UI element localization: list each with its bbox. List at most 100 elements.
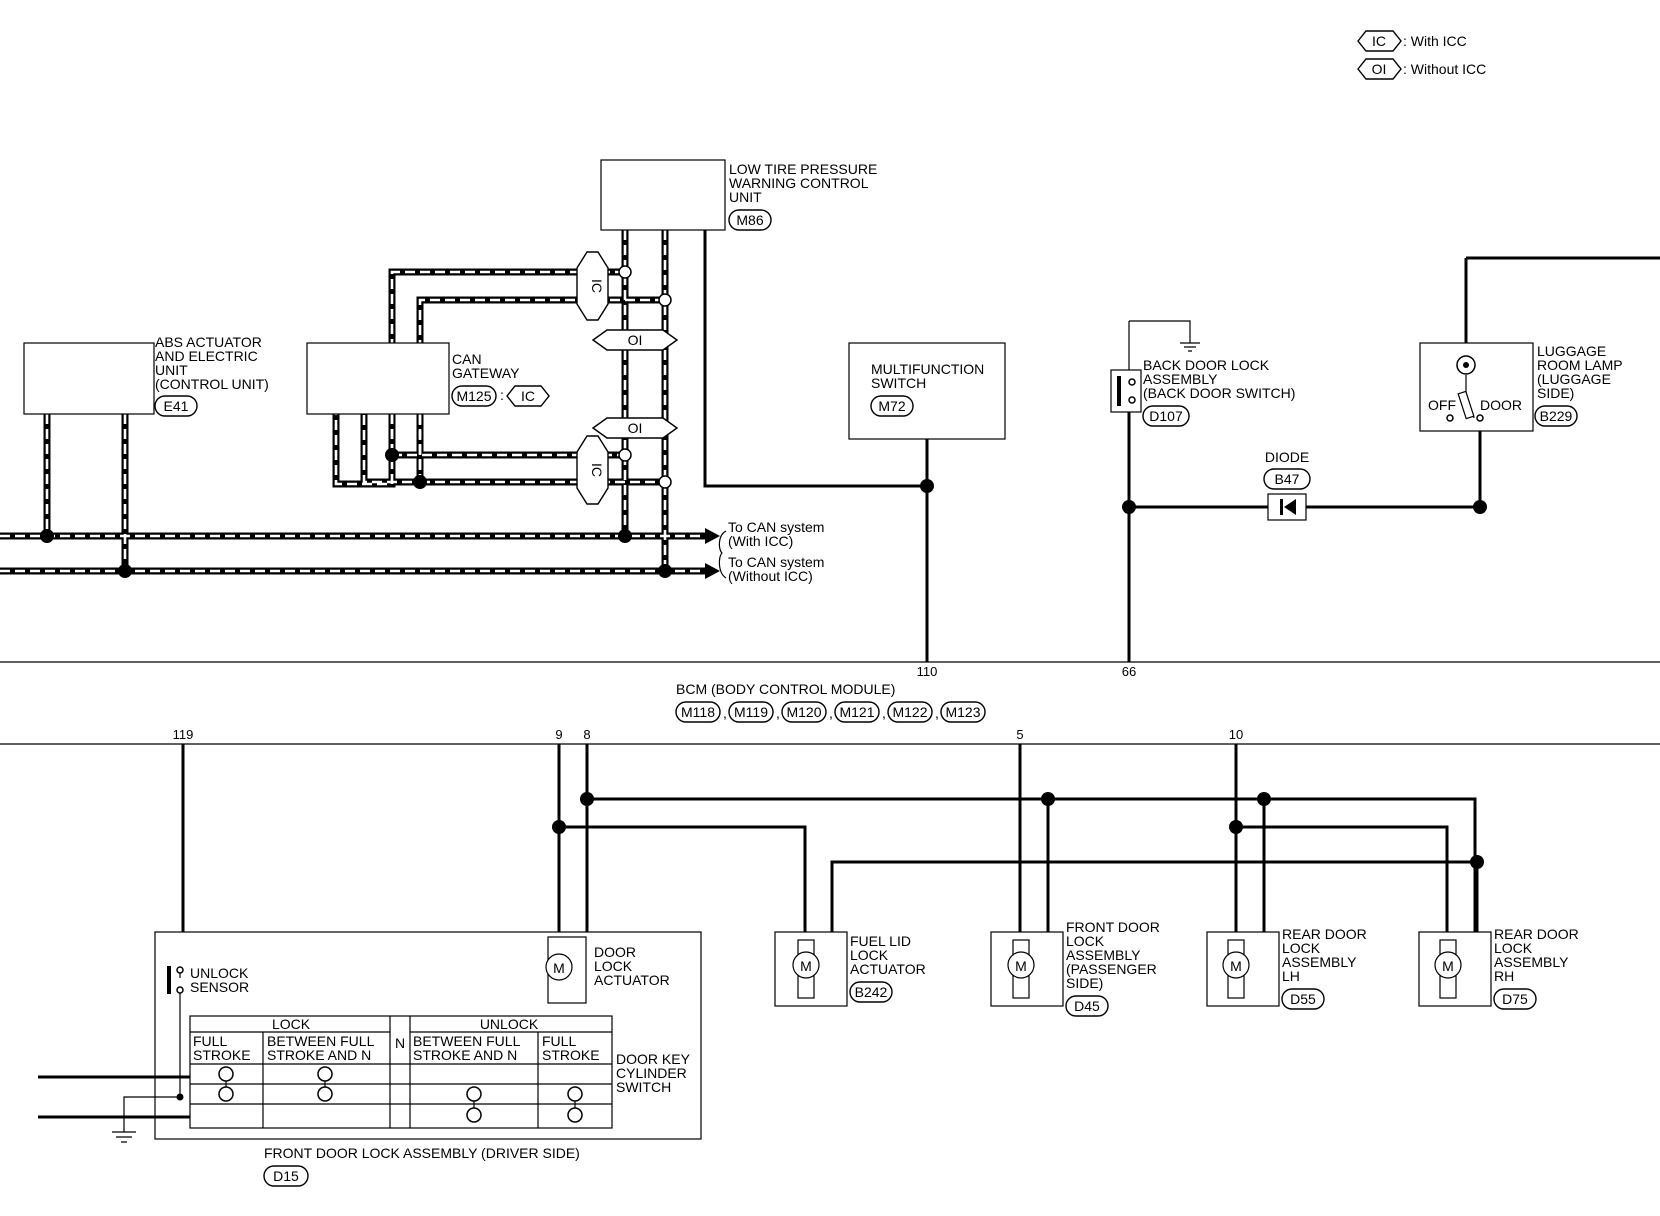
ic-tag-lower: IC xyxy=(589,463,605,477)
multifunction-label-1: MULTIFUNCTION xyxy=(871,361,984,377)
rear-rh-label-1: REAR DOOR xyxy=(1494,926,1579,942)
front-pass-label-1: FRONT DOOR xyxy=(1066,919,1160,935)
key-switch-label-2: CYLINDER xyxy=(616,1065,687,1081)
fuel-lid-motor-symbol: M xyxy=(800,958,812,974)
abs-connector: E41 xyxy=(164,398,189,414)
oi-tag-shape-lower xyxy=(591,417,679,439)
can-with-line2: (With ICC) xyxy=(728,533,793,549)
front-pass-motor-symbol: M xyxy=(1015,958,1027,974)
key-switch-stroke-n-1: STROKE AND N xyxy=(267,1047,371,1063)
door-lock-actuator-motor-symbol: M xyxy=(553,960,565,976)
legend-oi-tag: OI xyxy=(1372,61,1387,77)
rear-lh-motor-symbol: M xyxy=(1230,958,1242,974)
abs-actuator-unit: ABS ACTUATOR AND ELECTRIC UNIT (CONTROL … xyxy=(23,334,269,417)
rear-door-lock-lh: M REAR DOOR LOCK ASSEMBLY LH D55 xyxy=(1206,926,1367,1010)
bcm-connector-1: M118 xyxy=(681,704,715,720)
front-door-lock-passenger: M FRONT DOOR LOCK ASSEMBLY (PASSENGER SI… xyxy=(990,919,1160,1017)
front-pass-label-5: SIDE) xyxy=(1066,975,1103,991)
rear-rh-connector: D75 xyxy=(1502,991,1528,1007)
ic-tag-upper: IC xyxy=(589,279,605,293)
can-without-line2: (Without ICC) xyxy=(728,568,813,584)
multifunction-label-2: SWITCH xyxy=(871,375,926,391)
rear-rh-label-4: RH xyxy=(1494,968,1514,984)
door-lock-actuator-label-3: ACTUATOR xyxy=(594,972,670,988)
key-switch-stroke-1: STROKE xyxy=(193,1047,251,1063)
rear-rh-label-3: ASSEMBLY xyxy=(1494,954,1569,970)
back-door-lock-assembly: BACK DOOR LOCK ASSEMBLY (BACK DOOR SWITC… xyxy=(1110,320,1295,427)
can-gateway-label-2: GATEWAY xyxy=(452,365,520,381)
front-pass-connector: D45 xyxy=(1074,998,1100,1014)
legend: IC : With ICC OI : Without ICC xyxy=(1357,30,1486,80)
bcm-sep-2: , xyxy=(776,705,780,721)
legend-oi-tag-shape xyxy=(1357,58,1402,80)
front-door-lock-assembly-driver: UNLOCK SENSOR M DOOR LOCK ACTUATOR LOCK … xyxy=(38,931,702,1187)
low-tire-label-2: WARNING CONTROL xyxy=(729,175,869,191)
legend-oi-text: : Without ICC xyxy=(1403,61,1486,77)
rear-lh-label-4: LH xyxy=(1282,968,1300,984)
pin-66: 66 xyxy=(1122,664,1136,679)
bcm-connector-6: M123 xyxy=(945,704,980,720)
legend-ic-tag-shape xyxy=(1357,30,1402,52)
bcm-body-control-module: 110 66 BCM (BODY CONTROL MODULE) M118 , … xyxy=(0,661,1660,745)
abs-label-1: ABS ACTUATOR xyxy=(155,334,262,350)
back-door-label-1: BACK DOOR LOCK xyxy=(1143,357,1270,373)
abs-label-3: UNIT xyxy=(155,362,188,378)
fuel-lid-label-2: LOCK xyxy=(850,947,889,963)
luggage-off: OFF xyxy=(1428,397,1456,413)
ic-tag-shape-upper xyxy=(576,251,609,321)
can-gateway-variant-shape xyxy=(506,385,550,407)
luggage-label-3: (LUGGAGE xyxy=(1537,371,1611,387)
key-switch-full-2: FULL xyxy=(542,1033,576,1049)
luggage-door: DOOR xyxy=(1480,397,1522,413)
pin-5: 5 xyxy=(1016,727,1023,742)
oi-tag-shape-upper xyxy=(591,329,679,351)
key-switch-lock: LOCK xyxy=(272,1016,311,1032)
multifunction-connector: M72 xyxy=(878,398,905,414)
key-switch-label-1: DOOR KEY xyxy=(616,1051,691,1067)
rear-rh-label-2: LOCK xyxy=(1494,940,1533,956)
key-switch-stroke-n-2: STROKE AND N xyxy=(413,1047,517,1063)
pin-9: 9 xyxy=(555,727,562,742)
bcm-sep-3: , xyxy=(829,705,833,721)
bcm-connector-2: M119 xyxy=(734,704,768,720)
low-tire-pressure-unit: LOW TIRE PRESSURE WARNING CONTROL UNIT M… xyxy=(600,159,877,231)
legend-ic-text: : With ICC xyxy=(1403,33,1467,49)
ic-tag-shape-lower xyxy=(576,435,609,505)
back-door-connector: D107 xyxy=(1149,408,1183,424)
back-door-label-2: ASSEMBLY xyxy=(1143,371,1218,387)
can-gateway-sep: : xyxy=(500,387,504,403)
legend-ic-tag: IC xyxy=(1372,33,1386,49)
unlock-sensor-label-1: UNLOCK xyxy=(190,965,249,981)
front-pass-label-2: LOCK xyxy=(1066,933,1105,949)
fuel-lid-lock-actuator: M FUEL LID LOCK ACTUATOR B242 xyxy=(774,931,926,1007)
can-gateway: CAN GATEWAY M125 : IC xyxy=(306,342,550,415)
bcm-sep-4: , xyxy=(882,705,886,721)
upper-bcm-wiring xyxy=(703,230,1487,662)
can-gateway-label-1: CAN xyxy=(452,351,482,367)
key-switch-label-3: SWITCH xyxy=(616,1079,671,1095)
can-gateway-variant: IC xyxy=(521,388,535,404)
bcm-connector-3: M120 xyxy=(786,704,821,720)
oi-tag-upper: OI xyxy=(628,332,643,348)
key-switch-full-1: FULL xyxy=(193,1033,227,1049)
luggage-label-1: LUGGAGE xyxy=(1537,343,1606,359)
pin-110: 110 xyxy=(917,664,938,679)
bcm-sep-5: , xyxy=(935,705,939,721)
oi-tag-lower: OI xyxy=(628,420,643,436)
can-bus-wiring xyxy=(0,230,720,579)
driver-assembly-connector: D15 xyxy=(273,1168,299,1184)
front-pass-label-4: (PASSENGER xyxy=(1066,961,1157,977)
can-with-line1: To CAN system xyxy=(728,519,824,535)
luggage-room-lamp: OFF DOOR LUGGAGE ROOM LAMP (LUGGAGE SIDE… xyxy=(1419,256,1660,432)
rear-door-lock-rh: M REAR DOOR LOCK ASSEMBLY RH D75 xyxy=(1418,926,1579,1010)
bcm-title: BCM (BODY CONTROL MODULE) xyxy=(676,681,895,697)
door-key-cylinder-switch-table: LOCK UNLOCK N FULL STROKE BETWEEN FULL S… xyxy=(189,1015,613,1129)
pin-8: 8 xyxy=(583,727,590,742)
pin-119: 119 xyxy=(173,727,194,742)
key-switch-n: N xyxy=(395,1035,405,1051)
rear-lh-label-1: REAR DOOR xyxy=(1282,926,1367,942)
bcm-connector-5: M122 xyxy=(892,704,927,720)
luggage-label-4: SIDE) xyxy=(1537,385,1574,401)
luggage-connector: B229 xyxy=(1540,408,1573,424)
